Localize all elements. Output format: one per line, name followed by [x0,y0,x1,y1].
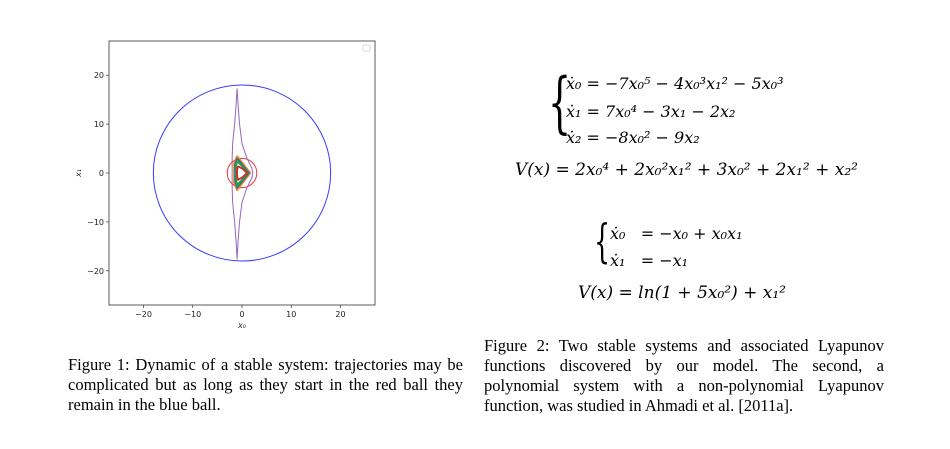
system2-brace: { [594,214,611,268]
green-trajectory [235,160,249,186]
axes-frame [108,40,376,306]
y-tick-label: −10 [87,218,104,227]
x-tick-label: −20 [135,310,152,319]
y-tick-label: 0 [99,169,104,178]
y-tick-label: −20 [87,267,104,276]
x-tick-label: 0 [239,310,244,319]
orange-trajectory [233,155,252,192]
purple-trajectory [231,88,254,260]
system2-eq-1: ẋ₁ = −x₁ [610,251,689,270]
x-axis-label: x₀ [237,321,247,330]
red-ball-circle [226,157,258,189]
system1-eq-0: ẋ₀ = −7x₀⁵ − 4x₀³x₁² − 5x₀³ [566,74,784,93]
system2-eq-0: ẋ₀ = −x₀ + x₀x₁ [610,224,743,243]
blue-trajectory [234,157,250,189]
blue-ball-circle [152,84,332,262]
lyapunov1-eq: V(x) = 2x₀⁴ + 2x₀²x₁² + 3x₀² + 2x₁² + x₂… [515,160,858,180]
empty-legend [362,44,371,52]
figure2-caption: Figure 2: Two stable systems and associa… [484,336,884,415]
x-tick-label: 10 [286,310,296,319]
red-trajectory [236,165,248,181]
y-tick-label: 20 [94,71,104,80]
y-tick-label: 10 [94,120,104,129]
system1-brace: { [548,64,572,141]
x-tick-label: 20 [335,310,345,319]
y-axis-label: x₁ [74,169,83,178]
system1-eq-2: ẋ₂ = −8x₀² − 9x₂ [566,128,700,147]
system1-eq-1: ẋ₁ = 7x₀⁴ − 3x₁ − 2x₂ [566,102,736,121]
x-tick-label: −10 [184,310,201,319]
lyapunov2-eq: V(x) = ln(1 + 5x₀²) + x₁² [578,283,787,303]
figure1-caption: Figure 1: Dynamic of a stable system: tr… [68,355,463,414]
trajectory-plot: −20 −10 0 10 20 −20 −10 0 10 20 x₀ x₁ [74,40,376,330]
